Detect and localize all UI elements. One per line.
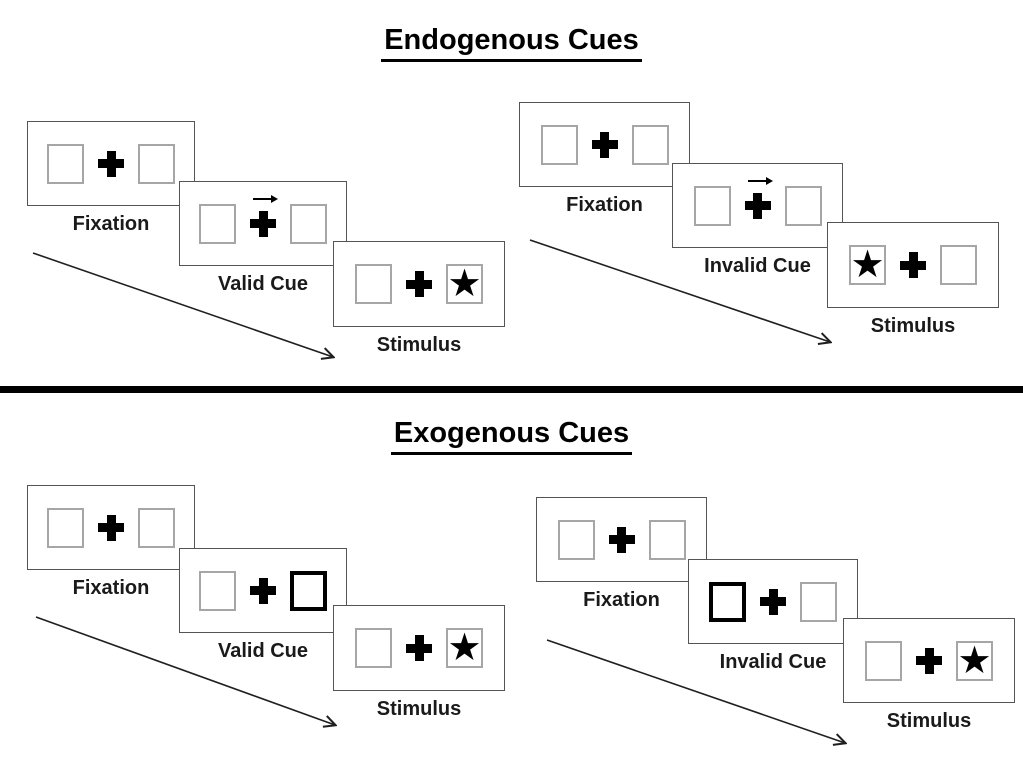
section-title-exogenous: Exogenous Cues [0,417,1023,455]
plus-cross-icon [406,635,432,661]
panel-label-fixation: Fixation [72,213,150,235]
fixation-cross-icon [250,194,278,237]
panel-label-invalid-cue: Invalid Cue [719,651,827,673]
fixation-cross-icon [900,252,926,278]
sequence-arrow-icon [546,639,859,750]
star-icon: ★ [850,242,885,286]
placeholder-box-right [784,185,822,226]
placeholder-box-right [648,519,686,560]
placeholder-box-left [693,185,731,226]
panel-stimulus: ★ [843,618,1015,703]
fixation-cross-icon [591,131,618,158]
fixation-cross-icon [406,635,432,661]
placeholder-box-left [355,264,392,304]
placeholder-box-left [540,124,578,165]
panel-fixation [27,485,195,570]
section-title-text: Exogenous Cues [390,417,633,455]
panel-label-fixation: Fixation [583,589,660,611]
placeholder-box-left [355,628,392,668]
sequence-arrow-icon [32,252,345,368]
plus-cross-icon [916,647,942,674]
panel-label-stimulus: Stimulus [376,698,462,720]
stimulus-star-box: ★ [446,628,483,668]
fixation-cross-icon [916,647,942,674]
section-title-endogenous: Endogenous Cues [0,24,1023,62]
plus-cross-icon [591,131,618,158]
fixation-cross-icon [250,577,276,604]
panel-invalid-cue [672,163,843,248]
star-icon: ★ [957,637,992,682]
panel-stimulus: ★ [827,222,999,308]
panel-label-stimulus: Stimulus [870,315,956,337]
cue-right-arrow-icon [253,194,278,203]
panel-label-fixation: Fixation [72,577,150,599]
placeholder-box-right [138,507,175,548]
fixation-cross-icon [760,588,786,615]
plus-cross-icon [900,252,926,278]
plus-cross-icon [608,526,635,553]
plus-cross-icon [760,588,786,615]
placeholder-box-right [138,143,175,184]
panel-label-valid-cue: Valid Cue [217,640,309,662]
fixation-cross-icon [406,271,432,297]
panel-fixation [536,497,707,582]
placeholder-box-right [631,124,669,165]
plus-cross-icon [406,271,432,297]
sequence-arrow-icon [529,239,842,350]
panel-label-valid-cue: Valid Cue [217,273,309,295]
plus-cross-icon [250,577,276,604]
placeholder-box-left [865,640,902,681]
panel-invalid-cue [688,559,858,644]
cue-right-arrow-icon [747,176,773,185]
section-divider [0,386,1023,393]
sequence-arrow-icon [35,616,348,732]
section-title-text: Endogenous Cues [381,24,642,62]
plus-cross-icon [98,150,124,177]
placeholder-box-right [290,203,327,244]
panel-label-invalid-cue: Invalid Cue [704,255,811,277]
stimulus-star-box: ★ [849,245,886,285]
fixation-cross-icon [744,176,773,219]
placeholder-box-left [199,570,236,611]
panel-valid-cue [179,548,347,633]
placeholder-box-right [940,245,977,285]
star-icon: ★ [447,625,482,669]
star-icon: ★ [447,261,482,305]
stimulus-star-box: ★ [956,637,993,682]
panel-fixation [519,102,690,187]
fixation-cross-icon [98,514,124,541]
panel-fixation [27,121,195,206]
plus-cross-icon [250,210,276,237]
fixation-cross-icon [98,150,124,177]
panel-label-stimulus: Stimulus [376,334,462,356]
highlighted-cue-box [290,570,327,611]
panel-label-fixation: Fixation [566,194,643,216]
plus-cross-icon [744,192,771,219]
panel-label-stimulus: Stimulus [886,710,972,732]
panel-valid-cue [179,181,347,266]
placeholder-box-left [47,507,84,548]
placeholder-box-left [199,203,236,244]
panel-stimulus: ★ [333,605,505,691]
highlighted-cue-box [709,581,746,622]
plus-cross-icon [98,514,124,541]
placeholder-box-left [557,519,595,560]
stimulus-star-box: ★ [446,264,483,304]
fixation-cross-icon [608,526,635,553]
panel-stimulus: ★ [333,241,505,327]
placeholder-box-left [47,143,84,184]
placeholder-box-right [800,581,837,622]
